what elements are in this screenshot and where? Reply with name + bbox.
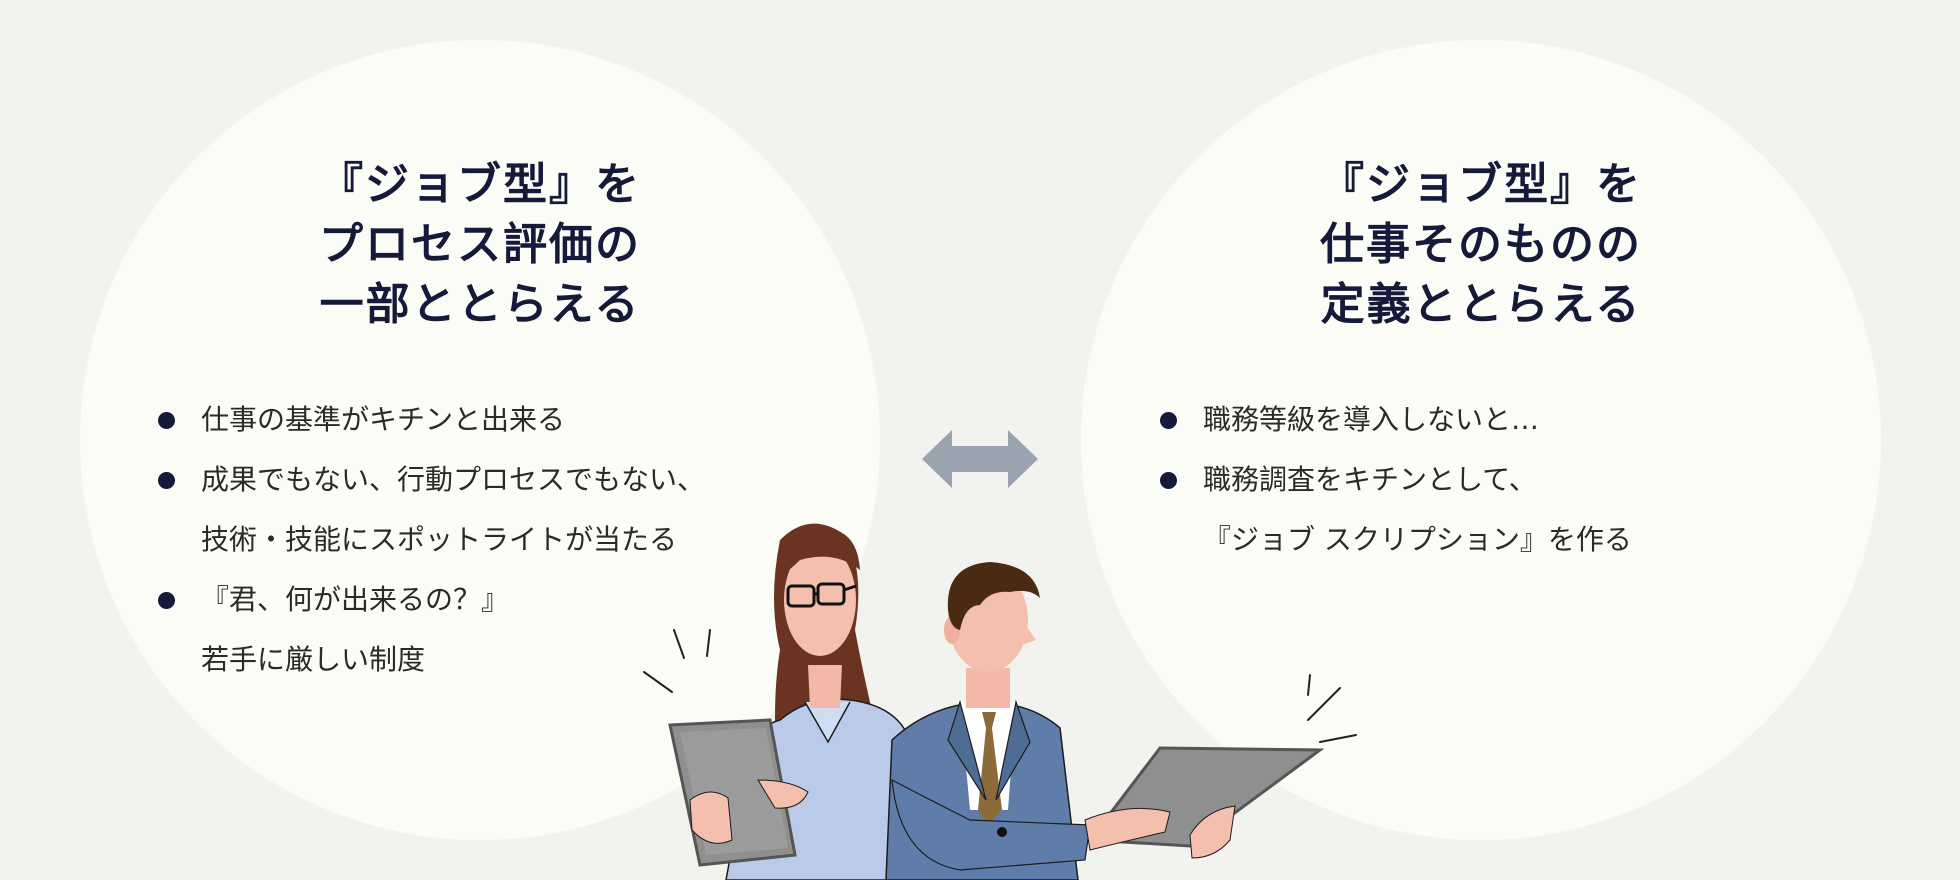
bullet-item: 成果でもない、行動プロセスでもない、 技術・技能にスポットライトが当たる [156,450,856,570]
right-heading-line: 『ジョブ型』を [1320,159,1642,210]
left-circle-panel [80,40,880,840]
right-heading-line: 定義ととらえる [1320,279,1642,330]
bullet-text: 仕事の基準がキチンと出来る [201,403,566,436]
bullet-dot-icon [1160,412,1177,429]
sparkle-right-icon [1307,674,1357,743]
bullet-dot-icon [158,592,175,609]
right-heading: 『ジョブ型』を 仕事そのものの 定義ととらえる [1081,155,1881,335]
bullet-text: 職務等級を導入しないと… [1203,403,1540,436]
left-heading: 『ジョブ型』を プロセス評価の 一部ととらえる [80,155,880,335]
bullet-text: 技術・技能にスポットライトが当たる [201,523,678,556]
left-heading-line: 『ジョブ型』を [319,159,641,210]
business-people-illustration [643,523,1357,880]
right-heading-line: 仕事そのものの [1320,219,1642,270]
bullet-text: 成果でもない、行動プロセスでもない、 [201,463,706,496]
bullet-dot-icon [158,472,175,489]
woman-figure [668,523,919,880]
bullet-text: 若手に厳しい制度 [201,643,426,676]
bullet-dot-icon [1160,472,1177,489]
bullet-item: 職務調査をキチンとして、 『ジョブ スクリプション』を作る [1158,450,1758,570]
double-arrow-icon [922,430,1038,488]
bullet-item: 職務等級を導入しないと… [1158,390,1758,450]
sparkle-left-icon [643,629,711,693]
bullet-dot-icon [158,412,175,429]
bullet-item: 仕事の基準がキチンと出来る [156,390,856,450]
left-heading-line: 一部ととらえる [319,279,641,330]
bullet-text: 『ジョブ スクリプション』を作る [1203,523,1632,556]
bullet-item: 『君、何が出来るの？』 若手に厳しい制度 [156,570,856,690]
left-bullet-list: 仕事の基準がキチンと出来る 成果でもない、行動プロセスでもない、 技術・技能にス… [156,390,856,690]
bullet-text: 職務調査をキチンとして、 [1203,463,1537,496]
right-circle-panel [1081,40,1881,840]
right-bullet-list: 職務等級を導入しないと… 職務調査をキチンとして、 『ジョブ スクリプション』を… [1158,390,1758,570]
bullet-text: 『君、何が出来るの？』 [201,583,510,616]
man-figure [885,562,1325,880]
left-heading-line: プロセス評価の [319,219,641,270]
